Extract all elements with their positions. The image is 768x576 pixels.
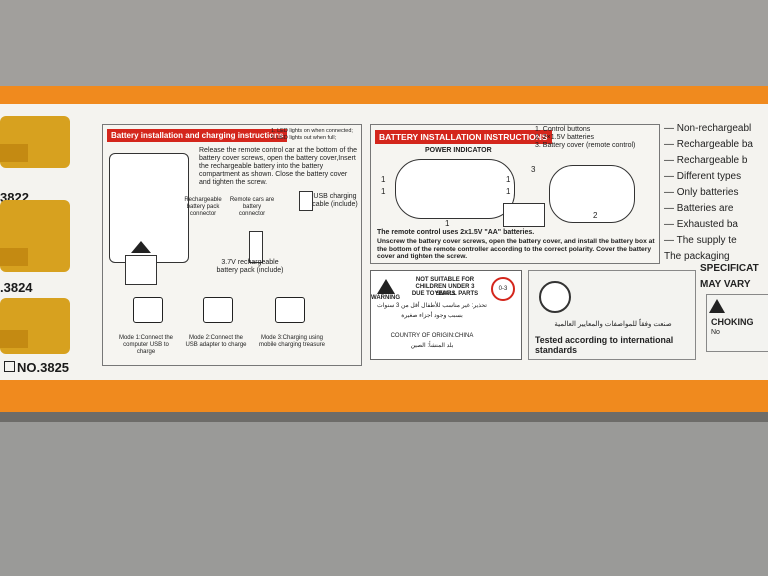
battery-compartment-icon (125, 255, 157, 285)
age-restriction-icon: 0-3 (491, 277, 515, 301)
battery-warning-7: — Exhausted ba (664, 219, 738, 230)
warning-arabic-3: بلد المنشأ: الصين (410, 343, 454, 349)
crane-truck-image (0, 116, 70, 168)
release-instructions: Release the remote control car at the bo… (199, 147, 357, 187)
warning-label: WARNING (371, 295, 400, 301)
warning-arabic-1: تحذير: غير مناسب للأطفال أقل من 3 سنوات (377, 303, 487, 309)
specification-heading: SPECIFICAT (700, 263, 759, 274)
warning-line-1: NOT SUITABLE FOR (415, 277, 475, 283)
mode-2-label: Mode 2:Connect the USB adapter to charge (185, 335, 247, 348)
remote-back-diagram (549, 165, 635, 223)
warning-arabic-2: بسبب وجود أجزاء صغيرة (401, 313, 463, 319)
callout-2: 2 (593, 211, 598, 220)
country-of-origin: COUNTRY OF ORIGIN:CHINA (390, 333, 474, 339)
model-number-3825: NO.3825 (4, 360, 69, 375)
warning-line-2: CHILDREN UNDER 3 YEARS (415, 284, 475, 297)
remote-part-3: 3. Battery cover (remote control) (535, 142, 636, 149)
usb-adapter-icon (203, 297, 233, 323)
connector-label-2: Remote cars are battery connector (229, 197, 275, 217)
remote-part-2: 2. 2×1.5V batteries (535, 134, 594, 141)
battery-warning-8: — The supply te (664, 235, 737, 246)
battery-warning-2: — Rechargeable ba (664, 139, 753, 150)
small-parts-warning: WARNING NOT SUITABLE FOR CHILDREN UNDER … (370, 270, 522, 360)
model-number-3824: .3824 (0, 280, 33, 295)
mode-3-label: Mode 3:Charging using mobile charging tr… (258, 335, 326, 348)
package-white-panel: 3822 .3824 NO.3825 Battery installation … (0, 104, 768, 380)
battery-warnings-list: — Non-rechargeabl — Rechargeable ba — Re… (664, 124, 753, 268)
certification-arabic: صنعت وفقاً للمواصفات والمعايير العالمية (554, 321, 672, 328)
certification-logo-icon (539, 281, 571, 313)
callout-1b: 1 (381, 187, 386, 196)
battery-box-icon (503, 203, 545, 227)
battery-warning-4: — Different types (664, 171, 742, 182)
desk-surface-bottom (0, 420, 768, 576)
model-number-label: NO.3825 (17, 360, 70, 375)
mode-1-label: Mode 1:Connect the computer USB to charg… (118, 335, 174, 355)
certification-text: Tested according to international standa… (535, 335, 674, 356)
arrow-up-icon (131, 241, 151, 253)
remote-install-text: Unscrew the battery cover screws, open t… (377, 238, 655, 261)
warning-triangle-icon (377, 279, 395, 294)
remote-front-diagram (395, 159, 515, 219)
led-note-1: 1. LED lights on when connected; (271, 128, 353, 134)
may-vary-note: MAY VARY (700, 279, 751, 290)
usb-plug-icon (299, 191, 313, 211)
choking-warning-icon (709, 299, 725, 313)
callout-3: 3 (531, 165, 536, 174)
mixer-truck-image (0, 298, 70, 354)
led-note-2: 2. LED lights out when full; (271, 135, 337, 141)
battery-warning-1: — Non-rechargeabl (664, 123, 752, 134)
charging-instructions-section: Battery installation and charging instru… (102, 124, 362, 366)
battery-warning-5: — Only batteries (664, 187, 739, 198)
callout-1c: 1 (506, 175, 511, 184)
box-bottom-edge (0, 412, 768, 422)
checkbox-icon (4, 361, 15, 372)
remote-battery-title: BATTERY INSTALLATION INSTRUCTIONS (375, 130, 552, 144)
remote-part-1: 1. Control buttons (535, 126, 591, 133)
power-indicator-label: POWER INDICATOR (425, 147, 492, 154)
usb-cable-label: USB charging cable (include) (312, 193, 358, 209)
choking-warning-box: CHOKING No (706, 294, 768, 352)
warning-line-3: DUE TO SMALL PARTS (411, 291, 479, 297)
remote-battery-section: BATTERY INSTALLATION INSTRUCTIONS 1. Con… (370, 124, 660, 264)
callout-1d: 1 (506, 187, 511, 196)
battery-pack-label: 3.7V rechargeable battery pack (include) (216, 259, 284, 275)
desk-surface-top (0, 0, 768, 88)
charging-title: Battery installation and charging instru… (107, 129, 288, 142)
callout-1e: 1 (445, 219, 450, 228)
age-badge-label: 0-3 (498, 286, 508, 292)
battery-warning-6: — Batteries are (664, 203, 734, 214)
computer-icon (133, 297, 163, 323)
power-bank-icon (275, 297, 305, 323)
battery-pack-icon (249, 231, 263, 263)
dump-truck-image (0, 200, 70, 272)
remote-battery-text: The remote control uses 2x1.5V "AA" batt… (377, 229, 535, 236)
certification-box: صنعت وفقاً للمواصفات والمعايير العالمية … (528, 270, 696, 360)
callout-1a: 1 (381, 175, 386, 184)
battery-warning-3: — Rechargeable b (664, 155, 748, 166)
connector-label-1: Rechargeable battery pack connector (184, 197, 222, 217)
choking-note: No (711, 329, 720, 336)
battery-warning-9: The packaging (664, 251, 730, 262)
choking-label: CHOKING (711, 317, 754, 327)
